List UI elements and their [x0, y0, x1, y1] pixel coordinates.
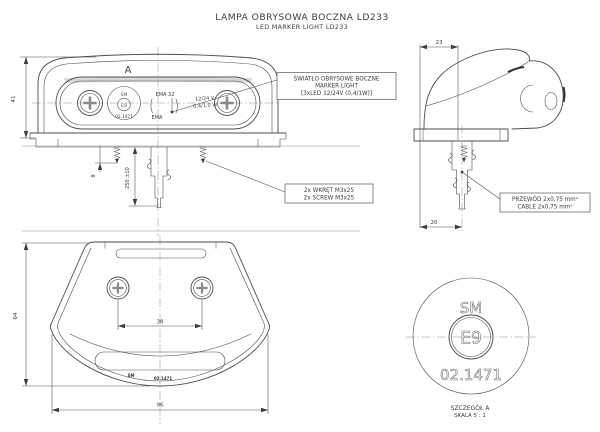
mounting-screw-icon: [460, 145, 468, 163]
front-view: SM E9 02.1471 EMA 32 EMA 12/24 V 0,4/1,0…: [11, 47, 360, 236]
approval-ring-inner: [451, 317, 491, 357]
edge-highlight: [562, 86, 566, 103]
dimension-8: 8: [91, 146, 117, 178]
dim-protrusion-value: 8: [91, 174, 97, 177]
cable: [147, 146, 171, 208]
mold-zone-brackets: [150, 98, 178, 114]
dim-cable-length-value: 250 ±10: [125, 167, 131, 189]
callout-marker-light-line2: MARKER LIGHT: [315, 84, 358, 90]
lens-end-arc: [520, 84, 534, 113]
dim-depth-value: 64: [13, 312, 19, 320]
lens-end-detail: [544, 92, 558, 110]
callout-screws-line1: 2x WKRĘT M3x25: [304, 188, 354, 194]
base-flange-ticks: [57, 139, 259, 147]
top-edge-ticks: [104, 242, 217, 249]
lens-tint-band: [64, 77, 252, 83]
phillips-screw-icon: [214, 90, 240, 116]
dimension-20: 20: [420, 220, 462, 230]
lens-dome-arc: [69, 333, 252, 357]
mounting-screw-icon: [113, 146, 121, 164]
dim-height-value: 41: [11, 95, 17, 103]
detail-a-label: A: [125, 65, 132, 76]
callout-cable-line2: CABLE 2x0,75 mm²: [517, 204, 572, 211]
approval-marking: SM E9 02.1471: [107, 86, 141, 120]
mold-label-bottom: EMA: [152, 115, 163, 121]
bottom-view: 38 64 96 SM 02.1471: [13, 236, 271, 424]
callout-marker-light-line1: ŚWIATŁO OBRYSOWE BOCZNE: [294, 76, 380, 83]
rating-power: 0,4/1,0 W: [193, 102, 218, 110]
callout-box: [276, 72, 397, 100]
base-flange: [29, 132, 287, 148]
detail-a: SM E9 02.1471 SZCZEGÓŁ A SKALA 5 : 1: [406, 277, 536, 419]
drawing-subtitle: LED MARKER LIGHT LD233: [256, 23, 348, 31]
rim-inner-sides: [57, 247, 265, 331]
marking-number: 02.1471: [115, 114, 133, 120]
phillips-screw-icon: [106, 276, 130, 300]
marking-brand: SM: [121, 92, 128, 98]
lamp-bottom-outline: [49, 241, 271, 387]
emboss-number: 02.1471: [154, 376, 172, 381]
dimension-38: 38: [117, 300, 203, 330]
detail-circle: [412, 277, 530, 395]
callout-box: [284, 183, 374, 204]
rim-inner-bottom: [58, 330, 264, 382]
dimension-41: 41: [11, 56, 96, 139]
lens-window: [94, 351, 226, 371]
phillips-screw-icon: [77, 90, 103, 116]
dim-cable-offset-value: 20: [430, 220, 438, 226]
drawing-title: LAMPA OBRYSOWA BOCZNA LD233: [215, 12, 389, 23]
mold-label-top: EMA 32: [156, 92, 175, 98]
housing-outline: [37, 53, 279, 134]
callout-screws: 2x WKRĘT M3x25 2x SCREW M3x25: [205, 160, 374, 204]
cable-break-mark: [448, 149, 476, 193]
detail-number: 02.1471: [440, 366, 502, 384]
callout-marker-light: ŚWIATŁO OBRYSOWE BOCZNE MARKER LIGHT [3x…: [170, 72, 397, 114]
lens-seam-line: [425, 61, 529, 107]
dimension-96: 96: [51, 334, 269, 414]
top-detail-band: [115, 248, 207, 259]
leader-line: [171, 79, 278, 113]
dim-screw-spacing-value: 38: [156, 320, 164, 326]
leader-dot: [170, 110, 174, 114]
housing-inner-outline: [43, 59, 273, 134]
edge-highlight: [507, 66, 525, 73]
callout-cable: PRZEWÓD 2x0,75 mm² CABLE 2x0,75 mm²: [460, 170, 591, 213]
dim-width-value: 96: [156, 403, 164, 409]
callout-cable-line1: PRZEWÓD 2x0,75 mm²: [512, 196, 578, 203]
dim-width-top-value: 23: [435, 40, 443, 46]
detail-brand: SM: [460, 299, 482, 317]
detail-scale: SKALA 5 : 1: [454, 413, 486, 419]
callout-box: [499, 192, 591, 213]
callout-marker-light-line3: [3xLED 12/24V (0,4/1W)]: [301, 91, 372, 97]
base-plate: [413, 128, 509, 142]
dimension-64: 64: [13, 242, 150, 387]
cable-break-mark: [147, 158, 171, 181]
detail-caption: SZCZEGÓŁ A: [451, 405, 491, 412]
rating-voltage: 12/24 V: [195, 95, 215, 102]
lamp-side-profile: [423, 48, 564, 130]
callout-screws-line2: 2x SCREW M3x25: [304, 196, 355, 202]
approval-ring: [448, 314, 494, 360]
lens-inner-outline: [59, 80, 257, 126]
dimension-23: 23: [419, 40, 459, 228]
detail-approval: E9: [460, 329, 482, 349]
marking-approval: E9: [121, 103, 127, 109]
leader-line: [205, 160, 286, 193]
mounting-screw-icon: [199, 146, 207, 164]
emboss-brand: SM: [128, 373, 135, 378]
leader-line: [461, 171, 501, 200]
side-view: 23 20: [413, 40, 566, 234]
rating-text: 12/24 V 0,4/1,0 W: [193, 95, 218, 110]
base-plate-ticks: [422, 129, 501, 141]
phillips-screw-icon: [190, 276, 214, 300]
cable: [448, 140, 476, 210]
dimension-250: 250 ±10: [125, 147, 157, 207]
